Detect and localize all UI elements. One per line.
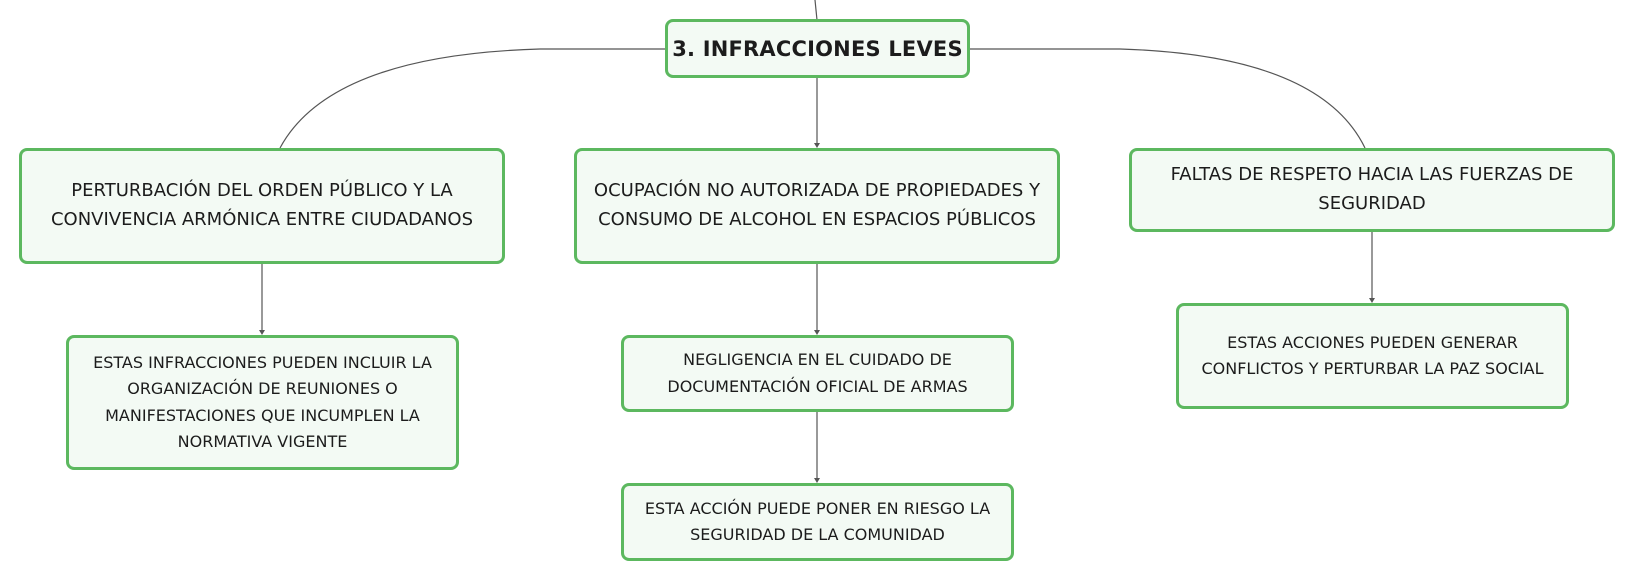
root-label: 3. INFRACCIONES LEVES [672,36,963,61]
branch-label-1: PERTURBACIÓN DEL ORDEN PÚBLICO Y LA CONV… [50,180,474,230]
arrow-head-branch-2-child-1 [814,330,820,335]
child-node-1-1[interactable]: ESTAS INFRACCIONES PUEDEN INCLUIR LA ORG… [66,335,459,470]
branch-label-2: OCUPACIÓN NO AUTORIZADA DE PROPIEDADES Y… [593,180,1041,230]
arrow-head-branch-2-child-2 [814,478,820,483]
arrow-head-branch-1-child-1 [259,330,265,335]
connector-root-branch-3 [970,48,1366,149]
child-node-2-2[interactable]: ESTA ACCIÓN PUEDE PONER EN RIESGO LA SEG… [621,483,1014,561]
arrow-head-branch-2 [814,143,820,148]
child-label-2-2: ESTA ACCIÓN PUEDE PONER EN RIESGO LA SEG… [644,498,991,544]
child-node-2-1[interactable]: NEGLIGENCIA EN EL CUIDADO DE DOCUMENTACI… [621,335,1014,412]
child-label-2-1: NEGLIGENCIA EN EL CUIDADO DE DOCUMENTACI… [667,350,968,396]
connector-incoming-root [814,0,818,21]
child-node-3-1[interactable]: ESTAS ACCIONES PUEDEN GENERAR CONFLICTOS… [1176,303,1569,409]
branch-node-1[interactable]: PERTURBACIÓN DEL ORDEN PÚBLICO Y LA CONV… [19,148,505,264]
child-label-3-1: ESTAS ACCIONES PUEDEN GENERAR CONFLICTOS… [1201,332,1544,378]
branch-label-3: FALTAS DE RESPETO HACIA LAS FUERZAS DE S… [1170,164,1574,214]
branch-node-3[interactable]: FALTAS DE RESPETO HACIA LAS FUERZAS DE S… [1129,148,1615,232]
child-label-1-1: ESTAS INFRACCIONES PUEDEN INCLUIR LA ORG… [93,352,432,451]
branch-node-2[interactable]: OCUPACIÓN NO AUTORIZADA DE PROPIEDADES Y… [574,148,1060,264]
arrow-head-branch-3-child-1 [1369,298,1375,303]
connector-root-branch-1 [279,48,665,149]
root-node[interactable]: 3. INFRACCIONES LEVES [665,19,970,78]
